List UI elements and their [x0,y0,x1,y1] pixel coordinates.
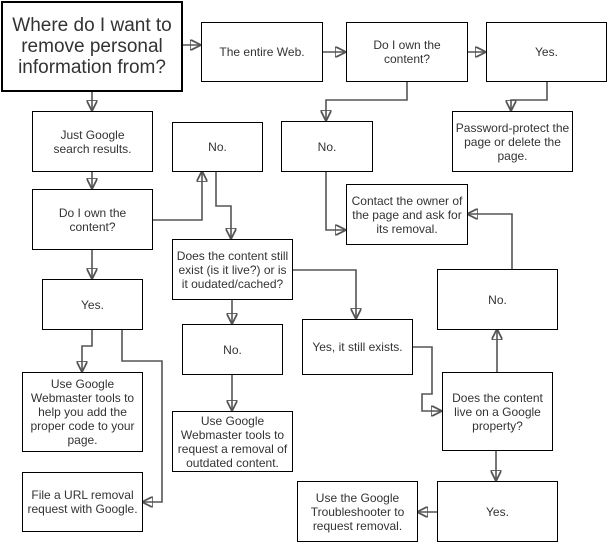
yes-still-exists-text: Yes, it still exists. [312,340,403,354]
yes-google-text: Yes. [81,297,104,312]
own-content-google-text: Do I own the content? [58,205,127,234]
password-protect-node: Password-protect the page or delete the … [452,111,573,172]
edge-yes-to-password [511,81,548,110]
troubleshooter-node: Use the Google Troubleshooter to request… [297,481,418,542]
google-property-text: Does the content live on a Google proper… [452,390,543,433]
edge-no-to-still-exist [215,171,231,238]
no-outdated-node: No. [182,324,283,375]
edge-yes-to-webmaster-code [82,329,93,371]
yes-still-exists-node: Yes, it still exists. [302,319,413,375]
edge-own-google-to-no [152,172,202,221]
yes-google-node: Yes. [42,279,143,330]
webmaster-outdated-node: Use Google Webmaster tools to request a … [172,411,293,472]
troubleshooter-text: Use the Google Troubleshooter to request… [310,490,405,533]
url-removal-text: File a URL removal request with Google. [27,488,138,516]
yes-property-text: Yes. [486,504,509,519]
url-removal-node: File a URL removal request with Google. [22,472,143,532]
webmaster-outdated-text: Use Google Webmaster tools to request a … [177,413,288,470]
no-google-mid-node: No. [172,122,263,172]
no-web-node: No. [281,121,373,172]
webmaster-code-text: Use Google Webmaster tools to help you a… [30,377,135,447]
start-question-text: Where do I want to remove personal infor… [12,15,172,78]
yes-property-node: Yes. [437,481,558,542]
own-content-web-node: Do I own the content? [346,22,468,82]
entire-web-node: The entire Web. [201,22,323,82]
edge-no-to-contact [325,172,345,230]
just-google-node: Just Google search results. [32,111,153,172]
own-content-google-node: Do I own the content? [32,189,153,250]
no-property-node: No. [437,269,558,330]
no-outdated-text: No. [223,342,242,357]
edge-no-property-to-contact [468,214,513,269]
no-google-mid-text: No. [208,140,227,154]
just-google-text: Just Google search results. [53,127,132,156]
own-content-web-text: Do I own the content? [373,38,441,66]
google-property-node: Does the content live on a Google proper… [442,372,553,451]
yes-web-node: Yes. [486,22,607,82]
still-exist-node: Does the content still exist (is it live… [172,239,293,300]
yes-web-text: Yes. [535,45,558,59]
start-question-node: Where do I want to remove personal infor… [1,1,183,92]
webmaster-code-node: Use Google Webmaster tools to help you a… [22,372,143,452]
edge-yes-exists-to-property [412,346,441,411]
password-protect-text: Password-protect the page or delete the … [455,120,570,163]
contact-owner-node: Contact the owner of the page and ask fo… [346,184,468,245]
no-web-text: No. [317,139,337,154]
edge-still-exist-to-yes [292,269,356,318]
no-property-text: No. [488,292,507,307]
contact-owner-text: Contact the owner of the page and ask fo… [351,193,463,236]
entire-web-text: The entire Web. [219,45,305,59]
still-exist-text: Does the content still exist (is it live… [176,248,289,291]
edge-yes-to-url-removal [121,329,163,502]
edge-own-to-no [326,81,408,120]
